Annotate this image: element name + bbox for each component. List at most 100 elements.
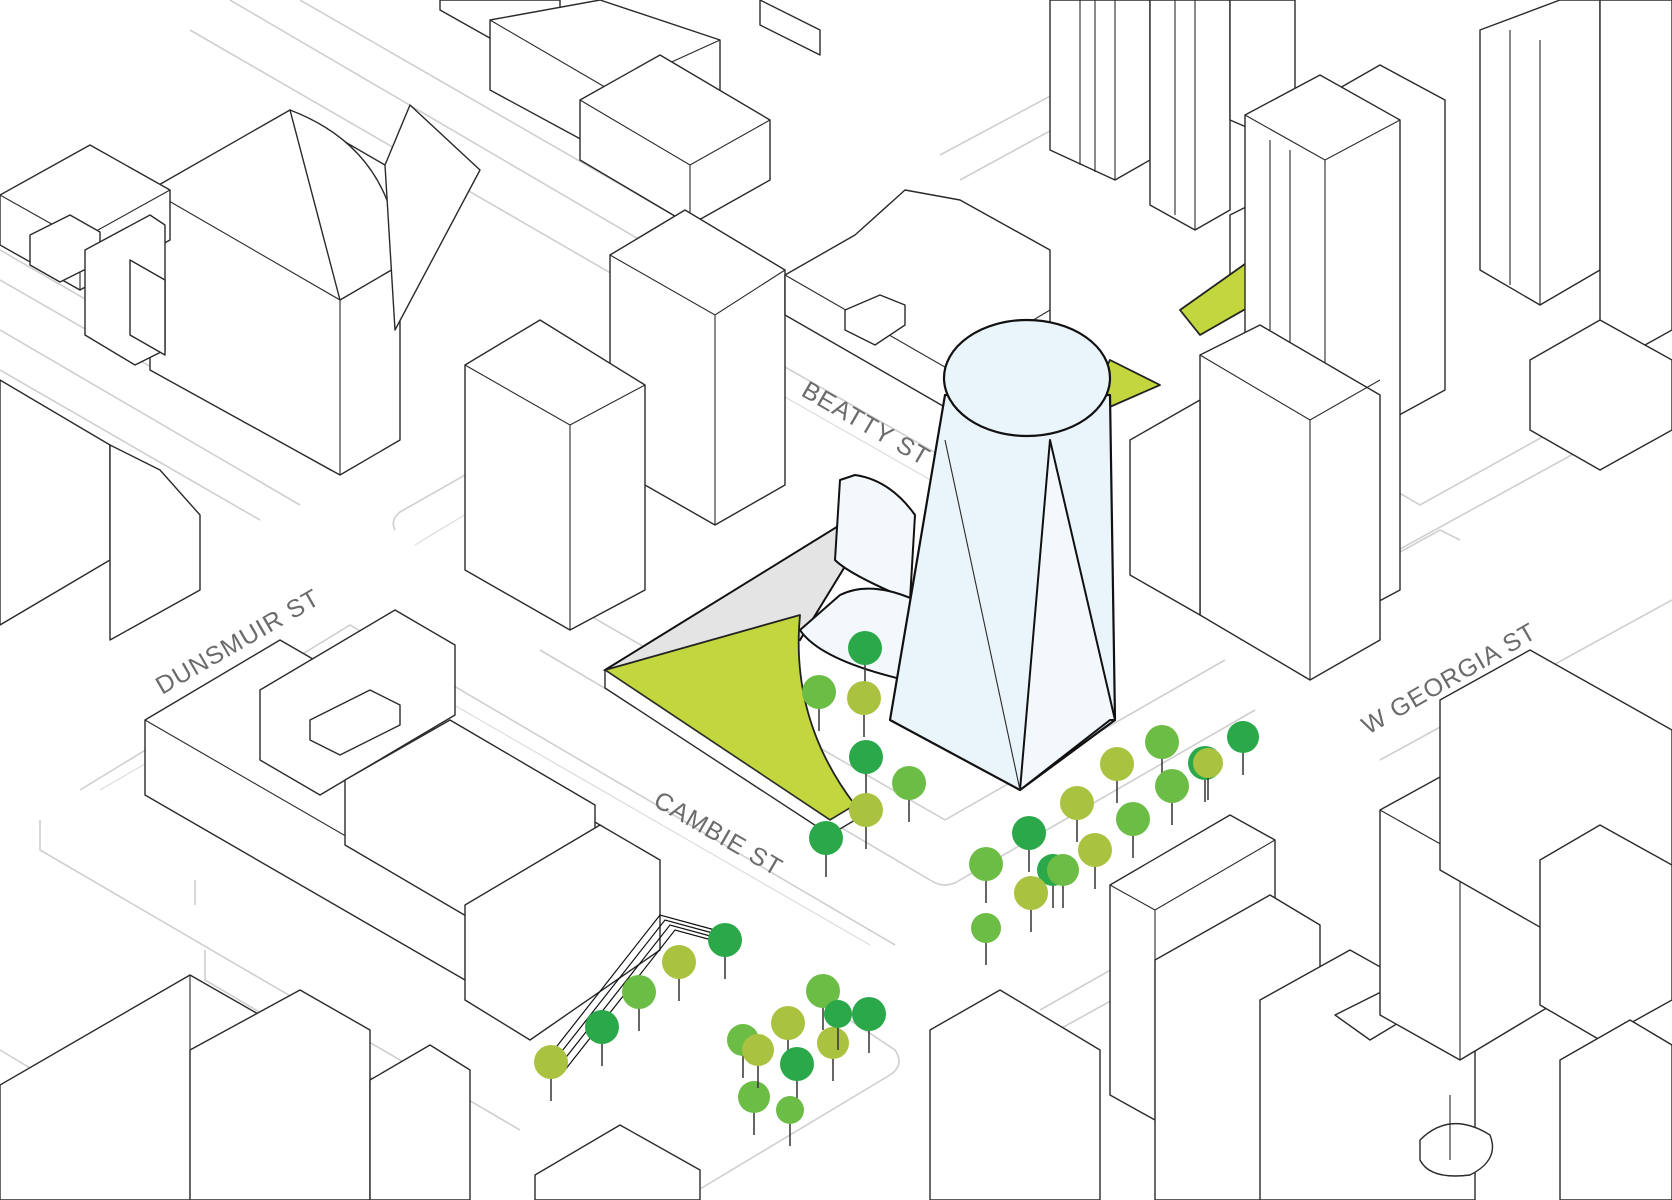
tree-canopy (780, 1047, 814, 1081)
tree-canopy (776, 1096, 804, 1124)
tree (806, 974, 840, 1030)
tree-canopy (806, 974, 840, 1008)
tree (809, 821, 843, 877)
tree-canopy (1078, 833, 1112, 867)
tree-canopy (849, 793, 883, 827)
tree (969, 847, 1003, 903)
buildings-upper-left (0, 0, 821, 641)
tree-canopy (622, 975, 656, 1009)
tree (1227, 721, 1259, 775)
tree (738, 1081, 770, 1135)
mid-left-building (0, 379, 111, 626)
tree-canopy (1155, 769, 1189, 803)
main-tower-roof (942, 318, 1112, 438)
road-edge (0, 329, 301, 506)
tree-canopy (849, 740, 883, 774)
tree-canopy (534, 1045, 568, 1079)
trees (534, 631, 1259, 1146)
tree-canopy (1193, 748, 1223, 778)
tree (1116, 802, 1150, 858)
road-edge (539, 649, 1256, 886)
podium-curve-upper (834, 474, 916, 601)
tree (824, 1000, 852, 1050)
tree (817, 1027, 849, 1081)
tree (849, 793, 883, 849)
tree (1047, 854, 1079, 908)
small-rooftop (844, 294, 906, 346)
tree (1014, 876, 1048, 932)
tree (892, 766, 926, 822)
podium (1529, 319, 1672, 471)
tree (534, 1045, 568, 1101)
highrise (1049, 0, 1151, 181)
tree (585, 1010, 619, 1066)
buildings-lower-right (534, 649, 1672, 1200)
tree-canopy (969, 847, 1003, 881)
tree-canopy (708, 923, 742, 957)
block-face (129, 259, 166, 356)
tree (1193, 748, 1223, 800)
tree-canopy (1014, 876, 1048, 910)
arena-wing (384, 104, 481, 331)
roof-unit (309, 689, 401, 756)
highrise-lines (1174, 0, 1196, 230)
buildings-lower-left (0, 609, 731, 1200)
tree-canopy (852, 997, 886, 1031)
tree (1155, 769, 1189, 825)
tree (971, 913, 1001, 965)
highrise-lines (1509, 30, 1541, 305)
bottom-right-block (1559, 1019, 1672, 1200)
right-small-block (1539, 824, 1672, 1041)
highrise-edge (1599, 0, 1672, 371)
tree-canopy (1227, 721, 1259, 753)
tree (1100, 747, 1134, 803)
tree-canopy (1100, 747, 1134, 781)
tree (780, 1047, 814, 1103)
highrise (1149, 0, 1231, 231)
tree-canopy (585, 1010, 619, 1044)
tree-canopy (738, 1081, 770, 1113)
tree-canopy (1012, 816, 1046, 850)
road-edge (229, 0, 701, 276)
road-edge (0, 369, 261, 521)
tree-canopy (817, 1027, 849, 1059)
main-tower-edge (944, 439, 1021, 791)
tree-canopy (848, 631, 882, 665)
street-label-cambie: CAMBIE ST (649, 786, 787, 882)
tree-canopy (1145, 725, 1179, 759)
site-block-edge (392, 329, 1081, 536)
front-tower-edge (464, 364, 646, 630)
tree (802, 675, 836, 731)
tree (1060, 786, 1094, 842)
tree-canopy (662, 945, 696, 979)
bottom-left-small (369, 1044, 471, 1200)
tree-canopy (824, 1000, 852, 1028)
tree-canopy (1047, 854, 1079, 886)
main-tower-shaded-face (1019, 439, 1116, 791)
tree (852, 997, 886, 1053)
highrise-lines (1079, 0, 1116, 180)
tower-side (1129, 399, 1201, 616)
tree-canopy (847, 681, 881, 715)
tree (847, 681, 881, 737)
tree (849, 740, 883, 796)
rear-tower-edge (609, 254, 786, 525)
georgia-towers (1129, 74, 1401, 681)
tower-edge (1199, 354, 1381, 680)
tree-canopy (971, 913, 1001, 943)
road-edge (689, 1019, 900, 1196)
central-towers (464, 189, 1051, 631)
tree-canopy (742, 1034, 774, 1066)
tree (1078, 833, 1112, 889)
tree-canopy (771, 1006, 805, 1040)
bottom-curve-building (534, 1124, 701, 1200)
tree (622, 975, 656, 1031)
far-building (579, 54, 771, 226)
tree (708, 923, 742, 979)
mid-left-annex (109, 444, 201, 641)
bottom-center-building (929, 989, 1101, 1200)
tree (776, 1096, 804, 1146)
tree (662, 945, 696, 1001)
tree-canopy (802, 675, 836, 709)
